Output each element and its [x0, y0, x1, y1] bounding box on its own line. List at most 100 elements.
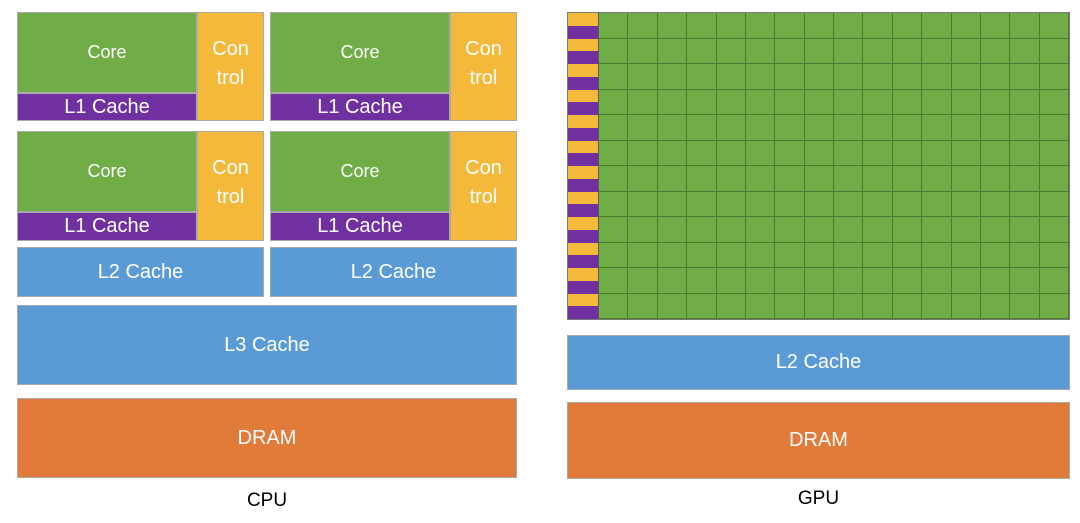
gpu-core-cell	[657, 140, 688, 166]
cpu-dram-label: DRAM	[237, 426, 297, 449]
gpu-core-cell	[980, 38, 1011, 64]
gpu-l1-cache-segment	[568, 255, 598, 268]
gpu-core-cell	[687, 13, 717, 39]
gpu-core-cell	[628, 38, 658, 64]
gpu-core-cell	[892, 293, 923, 319]
gpu-core-cell	[863, 13, 893, 39]
gpu-core-cell	[687, 293, 717, 319]
gpu-core-cell	[892, 166, 923, 192]
gpu-core-cell	[834, 115, 864, 141]
gpu-core-cell	[1039, 268, 1069, 294]
gpu-core-cell	[980, 64, 1011, 90]
gpu-core-cell	[687, 268, 717, 294]
cpu-control-4-label: Con trol	[465, 157, 502, 208]
gpu-l1-cache-segment	[568, 229, 598, 243]
gpu-core-cell	[716, 217, 746, 243]
gpu-core-cell	[863, 293, 893, 319]
gpu-core-cell	[775, 293, 805, 319]
gpu-core-cell	[922, 242, 952, 268]
gpu-core-cell	[980, 293, 1011, 319]
gpu-core-cell	[951, 242, 981, 268]
gpu-core-cell	[628, 64, 658, 90]
gpu-core-cell	[745, 13, 776, 39]
gpu-core-cell	[745, 293, 776, 319]
gpu-core-cell	[657, 38, 688, 64]
cpu-l2-cache-right: L2 Cache	[270, 247, 517, 297]
gpu-l1-cache-segment	[568, 76, 598, 90]
gpu-l1-cache-segment	[568, 51, 598, 64]
gpu-core-cell	[599, 89, 629, 115]
gpu-core-cell	[922, 166, 952, 192]
gpu-core-cell	[980, 89, 1011, 115]
gpu-core-cell	[863, 191, 893, 217]
cpu-core-3: Core	[17, 131, 197, 212]
gpu-core-cell	[599, 115, 629, 141]
gpu-core-cell	[687, 242, 717, 268]
gpu-control-segment	[568, 115, 598, 128]
gpu-core-cell	[834, 64, 864, 90]
cpu-l1-cache-1-label: L1 Cache	[64, 95, 150, 118]
gpu-core-cell	[599, 64, 629, 90]
gpu-core-cell	[863, 89, 893, 115]
gpu-core-cell	[834, 293, 864, 319]
gpu-core-cell	[1039, 140, 1069, 166]
gpu-core-cell	[628, 293, 658, 319]
gpu-core-cell	[1039, 242, 1069, 268]
gpu-core-cell	[716, 166, 746, 192]
gpu-core-cell	[922, 38, 952, 64]
gpu-core-cell	[863, 38, 893, 64]
gpu-core-cell	[775, 64, 805, 90]
gpu-core-cell	[745, 140, 776, 166]
gpu-core-cell	[599, 38, 629, 64]
gpu-core-cell	[1039, 38, 1069, 64]
gpu-core-cell	[922, 217, 952, 243]
gpu-core-cell	[834, 140, 864, 166]
cpu-l1-cache-1: L1 Cache	[17, 93, 197, 121]
gpu-core-cell	[687, 38, 717, 64]
cpu-l3-cache-label: L3 Cache	[224, 333, 310, 356]
gpu-core-cell	[892, 38, 923, 64]
gpu-core-cell	[834, 89, 864, 115]
cpu-l2-cache-left-label: L2 Cache	[97, 260, 184, 283]
gpu-core-cell	[599, 13, 629, 39]
gpu-dram-label: DRAM	[789, 429, 848, 451]
gpu-core-cell	[1039, 166, 1069, 192]
gpu-core-cell	[980, 115, 1011, 141]
gpu-core-cell	[716, 13, 746, 39]
gpu-core-cell	[804, 115, 834, 141]
gpu-core-cell	[775, 38, 805, 64]
gpu-control-segment	[568, 140, 598, 154]
gpu-core-cell	[863, 115, 893, 141]
gpu-core-cell	[599, 191, 629, 217]
gpu-core-cell	[922, 268, 952, 294]
gpu-l1-cache-segment	[568, 153, 598, 166]
gpu-core-cell	[980, 140, 1011, 166]
gpu-core-cell	[745, 166, 776, 192]
gpu-l1-cache-segment	[568, 127, 598, 141]
gpu-core-cell	[745, 38, 776, 64]
gpu-control-segment	[568, 64, 598, 77]
gpu-l1-cache-segment	[568, 25, 598, 39]
gpu-core-cell	[922, 89, 952, 115]
gpu-core-cell	[687, 166, 717, 192]
gpu-core-cell	[687, 217, 717, 243]
gpu-core-cell	[804, 140, 834, 166]
gpu-core-cell	[922, 13, 952, 39]
gpu-l1-cache-segment	[568, 280, 598, 294]
gpu-core-cell	[628, 268, 658, 294]
gpu-core-cell	[775, 13, 805, 39]
gpu-core-cell	[834, 217, 864, 243]
cpu-control-1-label: Con trol	[212, 37, 249, 89]
gpu-core-cell	[1010, 89, 1040, 115]
cpu-control-2: Con trol	[450, 12, 517, 121]
gpu-core-cell	[834, 242, 864, 268]
gpu-core-cell	[716, 38, 746, 64]
gpu-core-cell	[922, 64, 952, 90]
gpu-core-cell	[1039, 64, 1069, 90]
gpu-core-cell	[863, 268, 893, 294]
gpu-core-cell	[980, 166, 1011, 192]
gpu-core-cell	[775, 89, 805, 115]
gpu-core-cell	[716, 242, 746, 268]
cpu-l1-cache-3: L1 Cache	[17, 212, 197, 241]
gpu-core-cell	[1010, 268, 1040, 294]
